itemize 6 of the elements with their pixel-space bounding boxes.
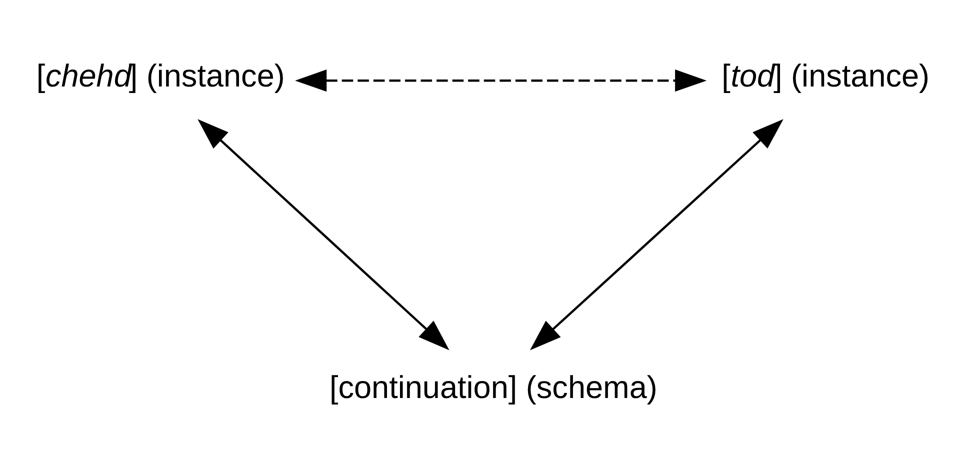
- arrow: [529, 119, 783, 350]
- node-text: [continuation] (schema): [328, 368, 657, 405]
- node-text: [tod] (instance): [721, 58, 930, 94]
- arrow: [197, 119, 449, 350]
- node-text: [chehd] (instance): [36, 58, 284, 94]
- arrow: [294, 70, 706, 92]
